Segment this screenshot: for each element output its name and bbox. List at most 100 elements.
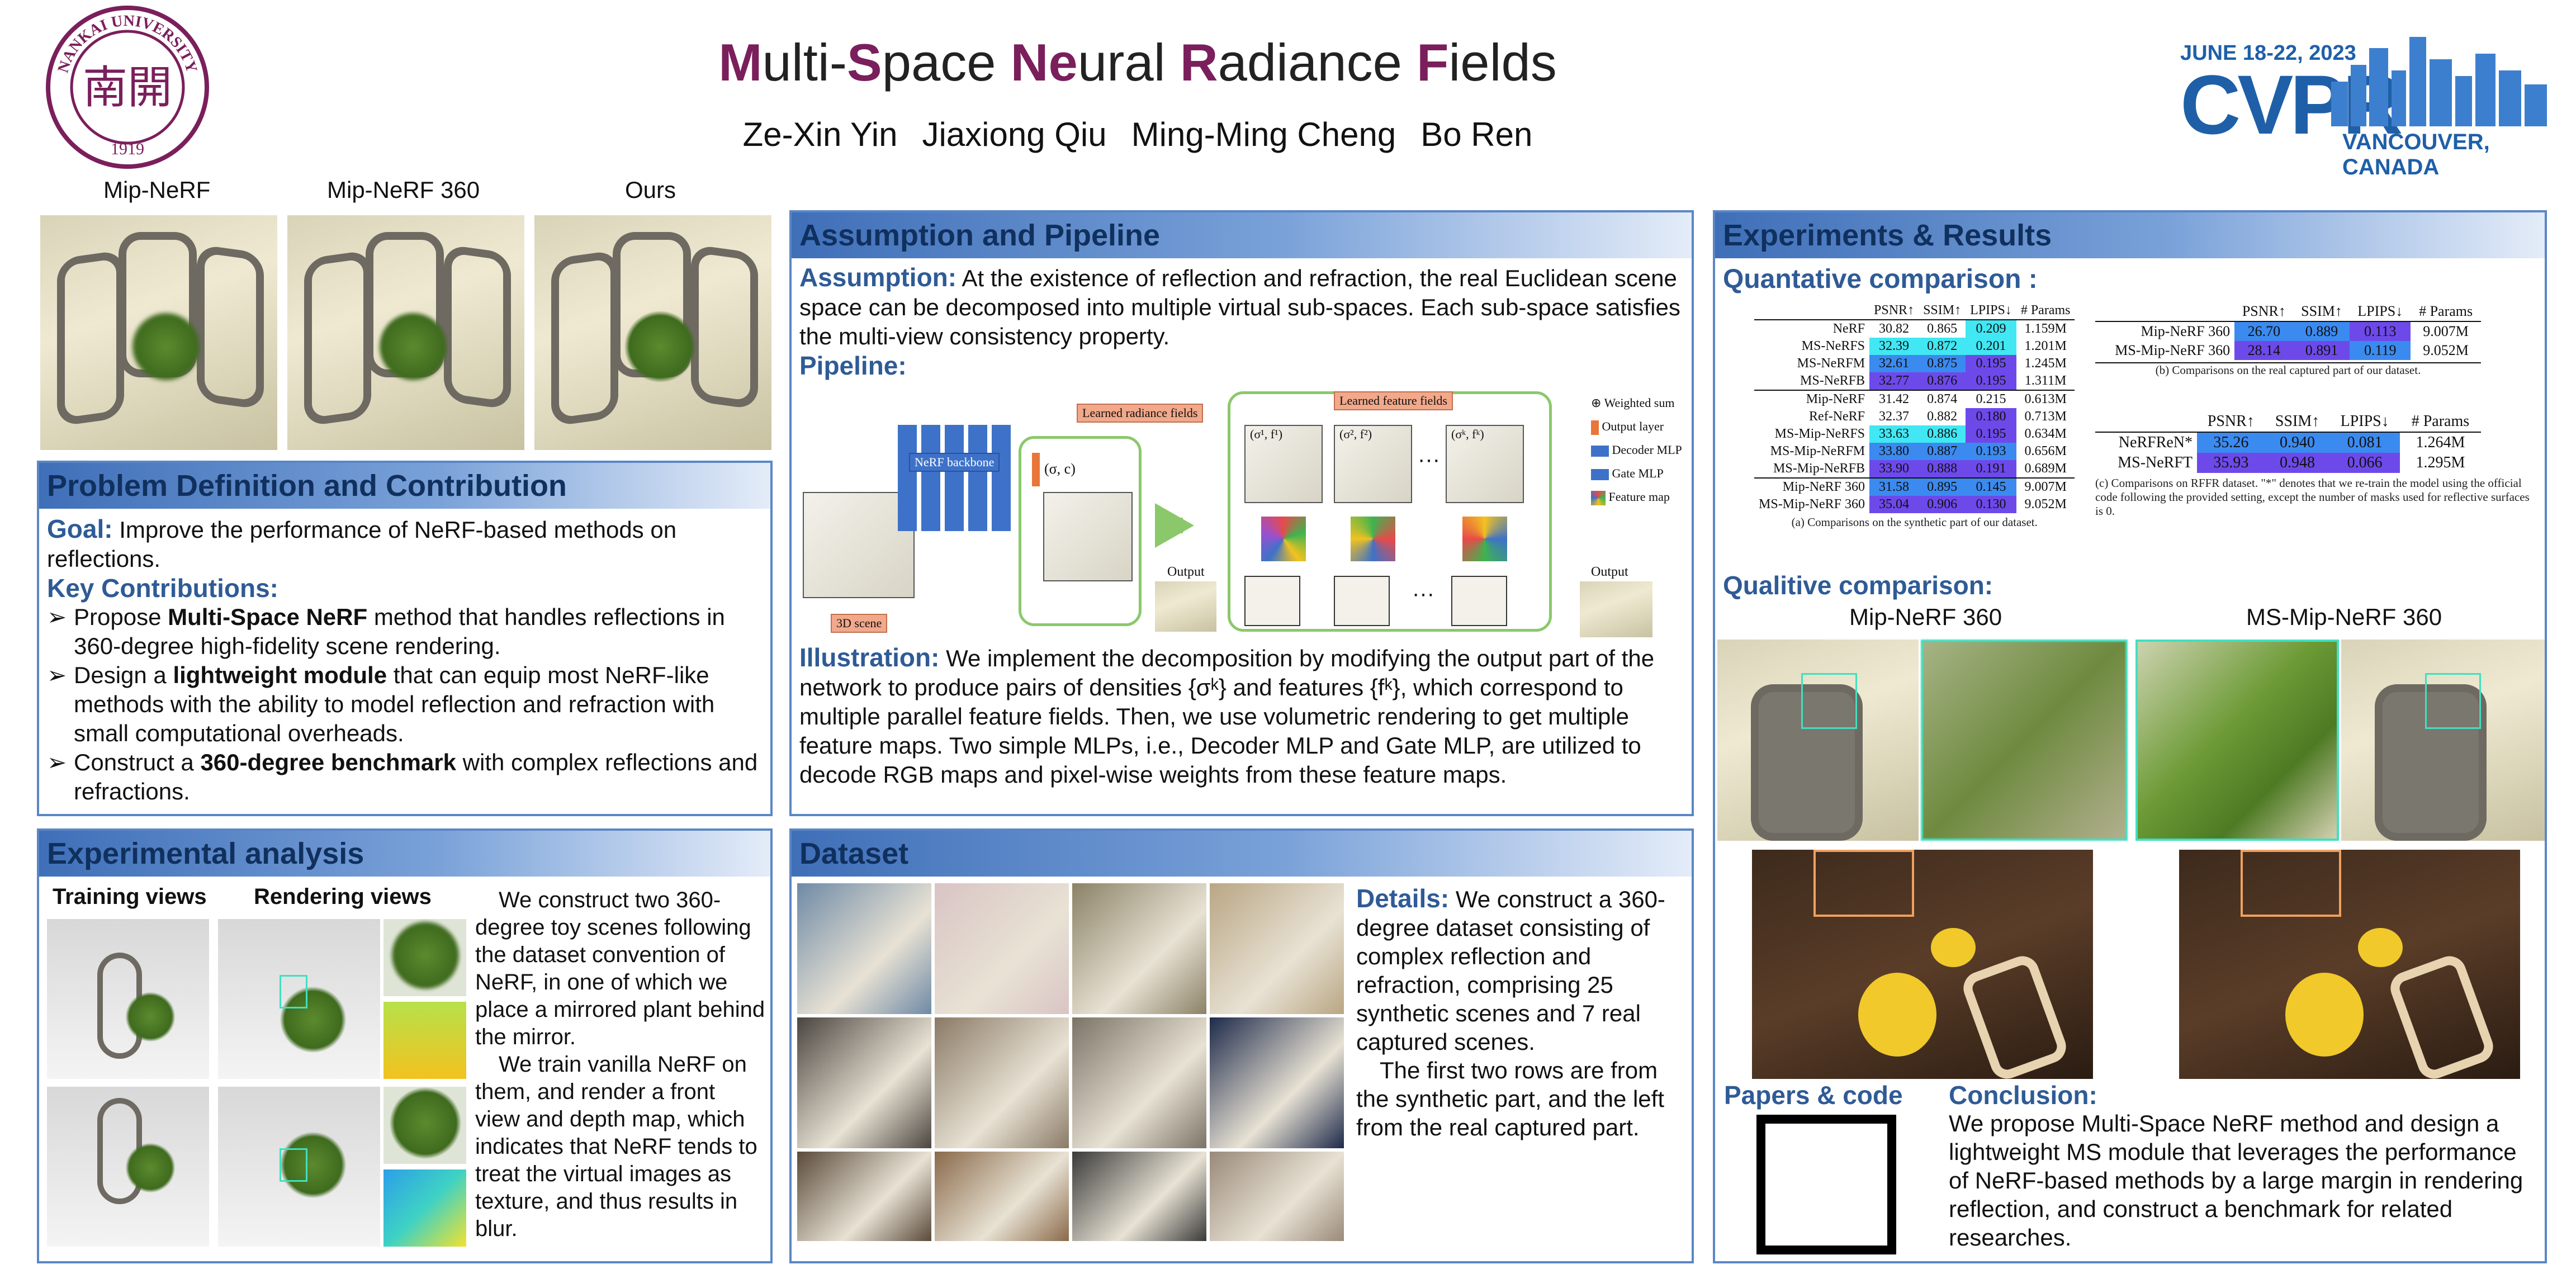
table-cell: 0.119 <box>2350 341 2411 360</box>
output-image-1 <box>1155 581 1216 632</box>
feature-cube-2 <box>1334 425 1412 503</box>
table-header <box>1754 302 1869 320</box>
table-cell: 0.613M <box>2016 390 2075 408</box>
table-cell: 9.052M <box>2423 342 2469 358</box>
crop-view-1 <box>383 919 466 996</box>
table-cell: 0.195 <box>1966 425 2016 443</box>
table-header: SSIM↑ <box>1923 303 1962 318</box>
table-header <box>2095 411 2197 432</box>
dataset-scene-image <box>935 1017 1069 1148</box>
pipeline-panel: Assumption and Pipeline Assumption: At t… <box>789 210 1694 816</box>
sigma-c-label: (σ, c) <box>1044 461 1076 477</box>
legend-output-layer: Output layer <box>1602 419 1664 433</box>
table-cell: 0.145 <box>1966 477 2016 496</box>
table-cell: MS-NeRFB <box>1800 373 1865 388</box>
table-cell: 32.61 <box>1869 355 1919 372</box>
table-cell: 0.201 <box>1966 338 2016 355</box>
feature-map-k <box>1462 517 1507 561</box>
table-header: PSNR↑ <box>1874 303 1915 318</box>
contribution-list: Propose Multi-Space NeRF method that han… <box>47 603 763 806</box>
backbone-label: NeRF backbone <box>909 453 1000 472</box>
legend-feature-map: Feature map <box>1608 490 1670 504</box>
table-cell: 0.689M <box>2024 461 2067 476</box>
table-cell: 32.39 <box>1869 338 1919 355</box>
teaser-label-mipnerf360: Mip-NeRF 360 <box>327 177 480 203</box>
table-cell: 0.195 <box>1966 355 2016 372</box>
poster-title: Multi-Space Neural Radiance Fields <box>671 32 1604 93</box>
dataset-scene-image <box>797 1017 931 1148</box>
feature-label: Learned feature fields <box>1334 391 1453 410</box>
contribution-item: Propose Multi-Space NeRF method that han… <box>47 603 763 661</box>
feature-map-icon <box>1591 490 1606 505</box>
table-cell: 0.876 <box>1919 372 1966 390</box>
table-cell: 0.713M <box>2024 409 2067 424</box>
qual-left-label: Mip-NeRF 360 <box>1849 604 2002 630</box>
table-cell: 0.209 <box>1966 319 2016 338</box>
table-cell: MS-NeRFS <box>1801 339 1865 353</box>
title-part: Ne <box>1010 33 1078 92</box>
qr-code[interactable] <box>1752 1110 1901 1259</box>
title-part: R <box>1180 33 1218 92</box>
table-cell: Mip-NeRF <box>1754 390 1870 408</box>
table-cell: 0.634M <box>2024 427 2067 441</box>
dataset-scene-image <box>1072 1017 1206 1148</box>
table-cell: 1.295M <box>2416 454 2465 471</box>
details-label: Details: <box>1356 884 1450 913</box>
scene-cube <box>803 492 915 598</box>
cvpr-place: VANCOUVER, CANADA <box>2342 130 2490 179</box>
table-cell: 35.93 <box>2197 453 2265 473</box>
ellipsis-top: ··· <box>1418 447 1440 472</box>
training-view-2 <box>47 1087 209 1247</box>
rendering-views-label: Rendering views <box>254 884 432 909</box>
qual-duck-msmipnerf360 <box>2179 850 2520 1079</box>
figure-legend: ⊕ Weighted sum Output layer Decoder MLP … <box>1591 391 1682 509</box>
table-cell: 1.201M <box>2024 339 2067 353</box>
dataset-grid <box>797 883 1356 1258</box>
teaser-image-mipnerf <box>40 215 277 450</box>
teaser-labels: Mip-NeRF Mip-NeRF 360 Ours <box>39 177 777 205</box>
contribution-item: Design a lightweight module that can equ… <box>47 661 763 748</box>
output-label-2: Output <box>1591 565 1628 579</box>
table-cell: 0.886 <box>1919 425 1966 443</box>
table-cell: 9.007M <box>2016 477 2075 496</box>
table-cell: 0.081 <box>2329 432 2400 453</box>
author-name: Bo Ren <box>1420 116 1533 153</box>
contrib-label: Key Contributions: <box>47 574 278 603</box>
legend-decoder-mlp: Decoder MLP <box>1612 443 1682 457</box>
feature-map-2 <box>1351 517 1395 561</box>
dataset-scene-image <box>1072 1152 1206 1241</box>
table-cell: 0.948 <box>2265 453 2330 473</box>
qual-duck-mipnerf360 <box>1752 850 2093 1079</box>
analysis-paragraph-2: We train vanilla NeRF on them, and rende… <box>475 1052 757 1241</box>
table-cell: 30.82 <box>1869 319 1919 338</box>
analysis-heading: Experimental analysis <box>39 831 770 877</box>
assumption-text: At the existence of reflection and refra… <box>799 265 1680 349</box>
table-a-caption: (a) Comparisons on the synthetic part of… <box>1791 515 2038 529</box>
table-cell: 31.42 <box>1869 390 1919 408</box>
teaser-label-ours: Ours <box>625 177 676 203</box>
author-name: Ze-Xin Yin <box>742 116 898 153</box>
table-b-caption: (b) Comparisons on the real captured par… <box>2095 362 2481 377</box>
illustration-label: Illustration: <box>799 643 940 672</box>
contribution-item: Construct a 360-degree benchmark with co… <box>47 748 763 806</box>
table-cell: 0.195 <box>1966 372 2016 390</box>
table-cell: Ref-NeRF <box>1809 409 1865 424</box>
rendering-view-2 <box>218 1087 380 1247</box>
feature-cube-k <box>1446 425 1524 503</box>
dataset-scene-image <box>935 883 1069 1014</box>
table-cell: 0.891 <box>2293 341 2350 360</box>
table-cell: 9.007M <box>2411 321 2481 341</box>
papers-code-label: Papers & code <box>1724 1081 1903 1110</box>
output-image-2 <box>1580 581 1652 637</box>
qual-mipnerf360-crop <box>1921 640 2128 841</box>
weighted-sum-icon: ⊕ <box>1591 396 1602 410</box>
